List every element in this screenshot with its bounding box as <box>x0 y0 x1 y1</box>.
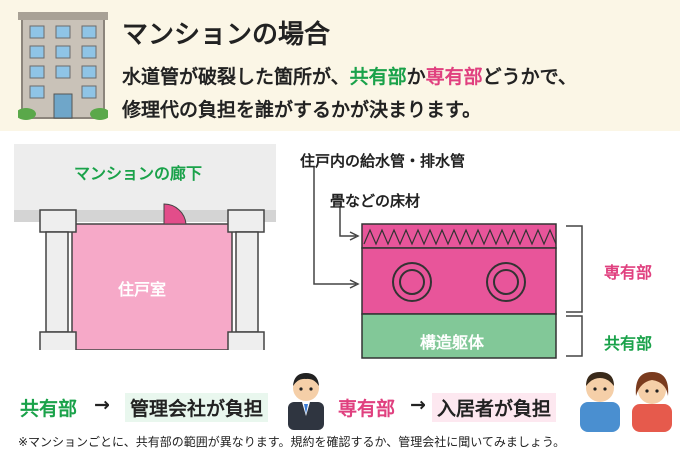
footnote: ※マンションごとに、共有部の範囲が異なります。規約を確認するか、管理会社に聞いて… <box>18 435 566 449</box>
private-bracket <box>566 225 583 313</box>
page-title: マンションの場合 <box>122 20 331 50</box>
manager-person-icon <box>288 373 324 430</box>
residents-couple-icon <box>580 372 672 432</box>
floor-section-diagram <box>313 166 583 359</box>
common-bracket <box>566 315 583 357</box>
common-part-summary: 共有部 <box>20 398 78 420</box>
header-banner: マンションの場合 水道管が破裂した箇所が、共有部か専有部どうかで、 修理代の負担… <box>0 0 680 131</box>
intro-line-2: 修理代の負担を誰がするかが決まります。 <box>122 99 482 121</box>
common-part-label: 共有部 <box>604 334 653 353</box>
structure-label: 構造躯体 <box>420 333 485 352</box>
floor-plan-diagram <box>14 144 276 364</box>
floor-material-label: 畳などの床材 <box>330 192 421 210</box>
hallway-label: マンションの廊下 <box>74 164 203 183</box>
resident-pays-label: 入居者が負担 <box>432 393 557 422</box>
intro-line-1: 水道管が破裂した箇所が、共有部か専有部どうかで、 <box>122 66 577 88</box>
floor-leader-line <box>339 206 356 237</box>
structure-layer <box>361 313 557 359</box>
pipe-circle <box>486 262 526 302</box>
pipes-label: 住戸内の給水管・排水管 <box>300 152 466 170</box>
pipe-circle <box>392 262 432 302</box>
pipes-leader-line <box>313 166 356 285</box>
room-label: 住戸室 <box>118 280 167 299</box>
pipe-layer <box>361 247 557 315</box>
private-part-summary: 専有部 <box>338 398 396 420</box>
arrow-icon: → <box>410 394 426 416</box>
apartment-building-icon <box>18 12 108 120</box>
private-part-label: 専有部 <box>604 263 653 282</box>
arrow-icon: → <box>94 394 110 416</box>
manager-pays-label: 管理会社が負担 <box>125 393 269 422</box>
